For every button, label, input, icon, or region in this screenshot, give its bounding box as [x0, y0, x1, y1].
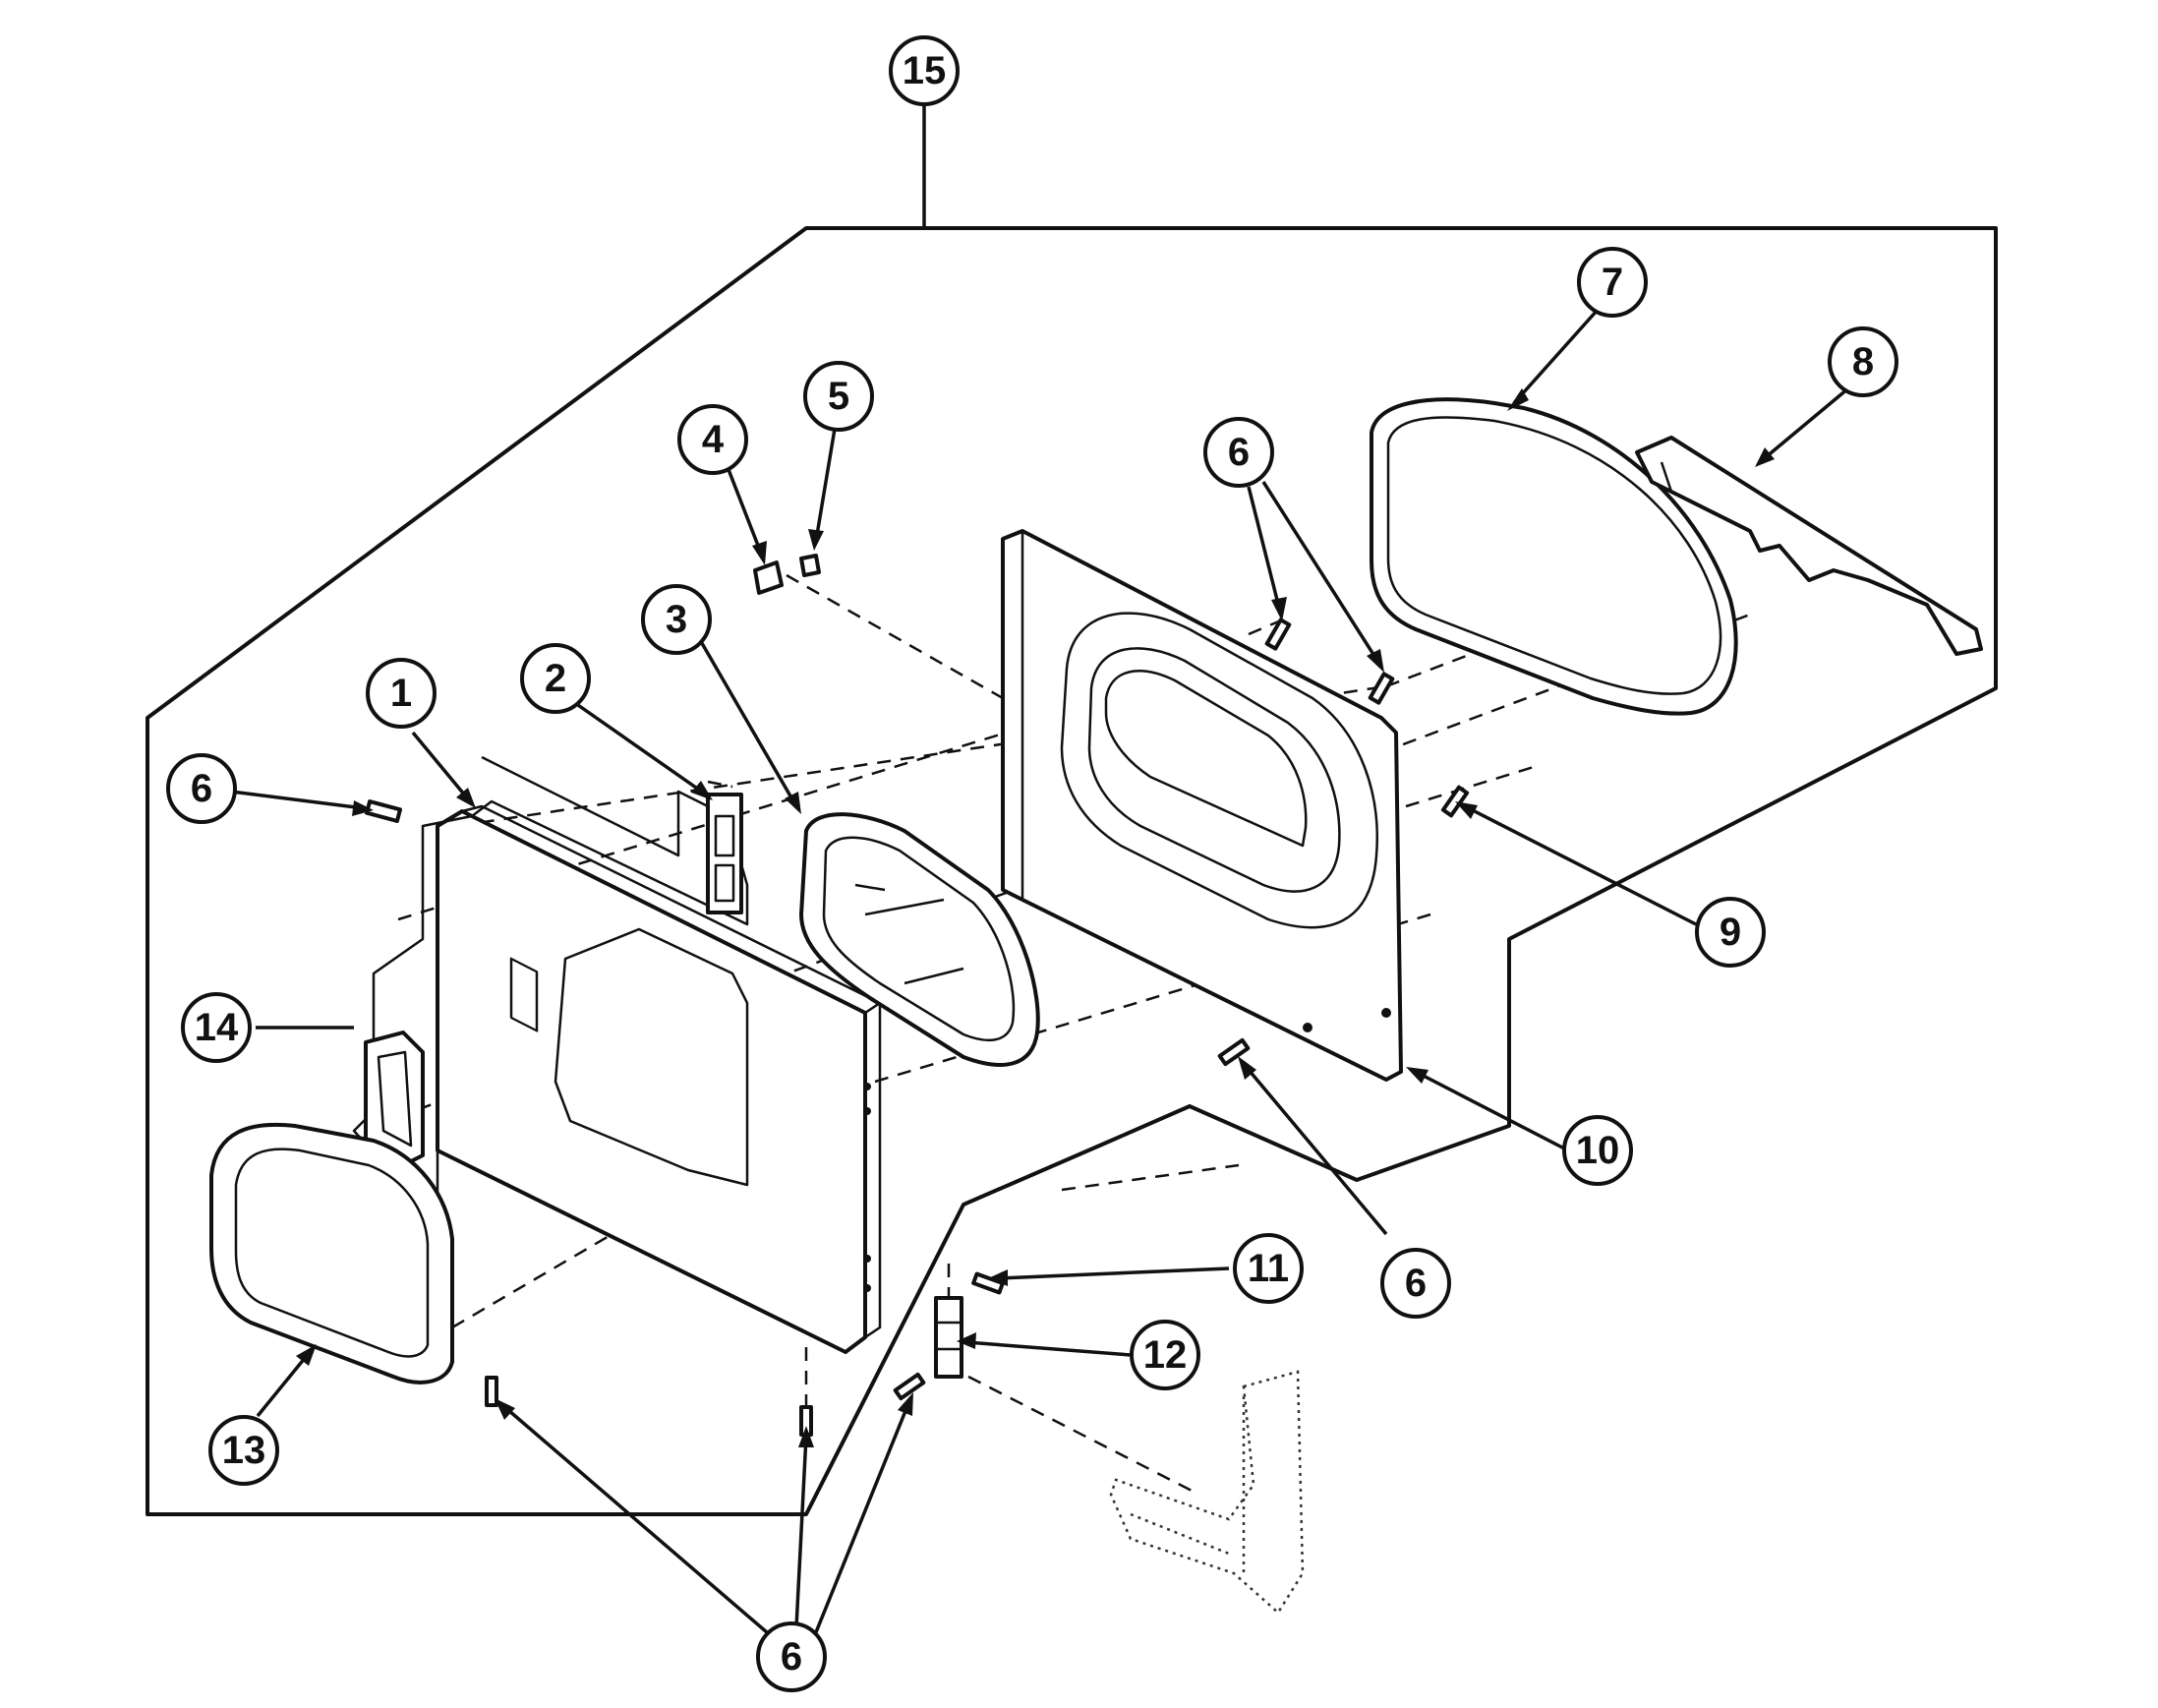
part-8-bracket	[1635, 436, 1983, 656]
callout-7: 7	[1577, 247, 1648, 318]
part-7-gasket	[1370, 397, 1738, 716]
svg-text:4: 4	[702, 418, 725, 461]
callout-10: 10	[1562, 1115, 1633, 1186]
callout-8: 8	[1828, 326, 1898, 397]
svg-text:7: 7	[1602, 261, 1623, 304]
svg-text:11: 11	[1248, 1247, 1289, 1290]
callout-6-top: 6	[1203, 417, 1274, 488]
part-4-clip	[753, 560, 784, 595]
svg-text:3: 3	[666, 598, 687, 641]
callout-14: 14	[181, 992, 252, 1063]
svg-text:9: 9	[1720, 911, 1741, 954]
svg-text:6: 6	[1405, 1262, 1427, 1305]
callout-13: 13	[208, 1415, 279, 1486]
part-5-clip	[799, 554, 821, 577]
callout-11: 11	[1233, 1233, 1304, 1304]
callout-6-bottom: 6	[756, 1621, 827, 1692]
part-2-latch-bracket	[706, 793, 743, 914]
callout-6-left: 6	[166, 753, 237, 824]
svg-text:6: 6	[1228, 431, 1250, 474]
svg-text:8: 8	[1852, 340, 1874, 383]
callout-12: 12	[1130, 1320, 1200, 1390]
svg-text:1: 1	[390, 672, 412, 715]
callout-leaders	[230, 308, 1850, 1634]
svg-text:10: 10	[1576, 1129, 1620, 1172]
part-12-hinge	[934, 1296, 963, 1379]
callout-3: 3	[641, 584, 712, 655]
svg-text:2: 2	[545, 657, 566, 700]
callout-5: 5	[803, 361, 874, 432]
svg-text:6: 6	[781, 1635, 802, 1679]
callout-1: 1	[366, 658, 437, 729]
svg-text:12: 12	[1143, 1333, 1188, 1377]
part-3-door-glass	[799, 812, 1040, 1067]
svg-text:14: 14	[195, 1006, 239, 1049]
part-13-door-gasket	[209, 1122, 454, 1384]
callout-15: 15	[889, 35, 960, 106]
svg-text:5: 5	[828, 375, 849, 418]
callout-2: 2	[520, 643, 591, 714]
callout-4: 4	[677, 404, 748, 475]
assembly-outline	[146, 226, 1998, 1516]
svg-text:13: 13	[222, 1429, 266, 1472]
part-10-inner-door-panel	[1001, 529, 1403, 1082]
cabinet-reference-dotted	[1109, 1370, 1305, 1615]
svg-text:15: 15	[903, 49, 947, 92]
callout-6-right: 6	[1380, 1248, 1451, 1319]
callout-9: 9	[1695, 897, 1766, 968]
svg-text:6: 6	[191, 767, 212, 810]
